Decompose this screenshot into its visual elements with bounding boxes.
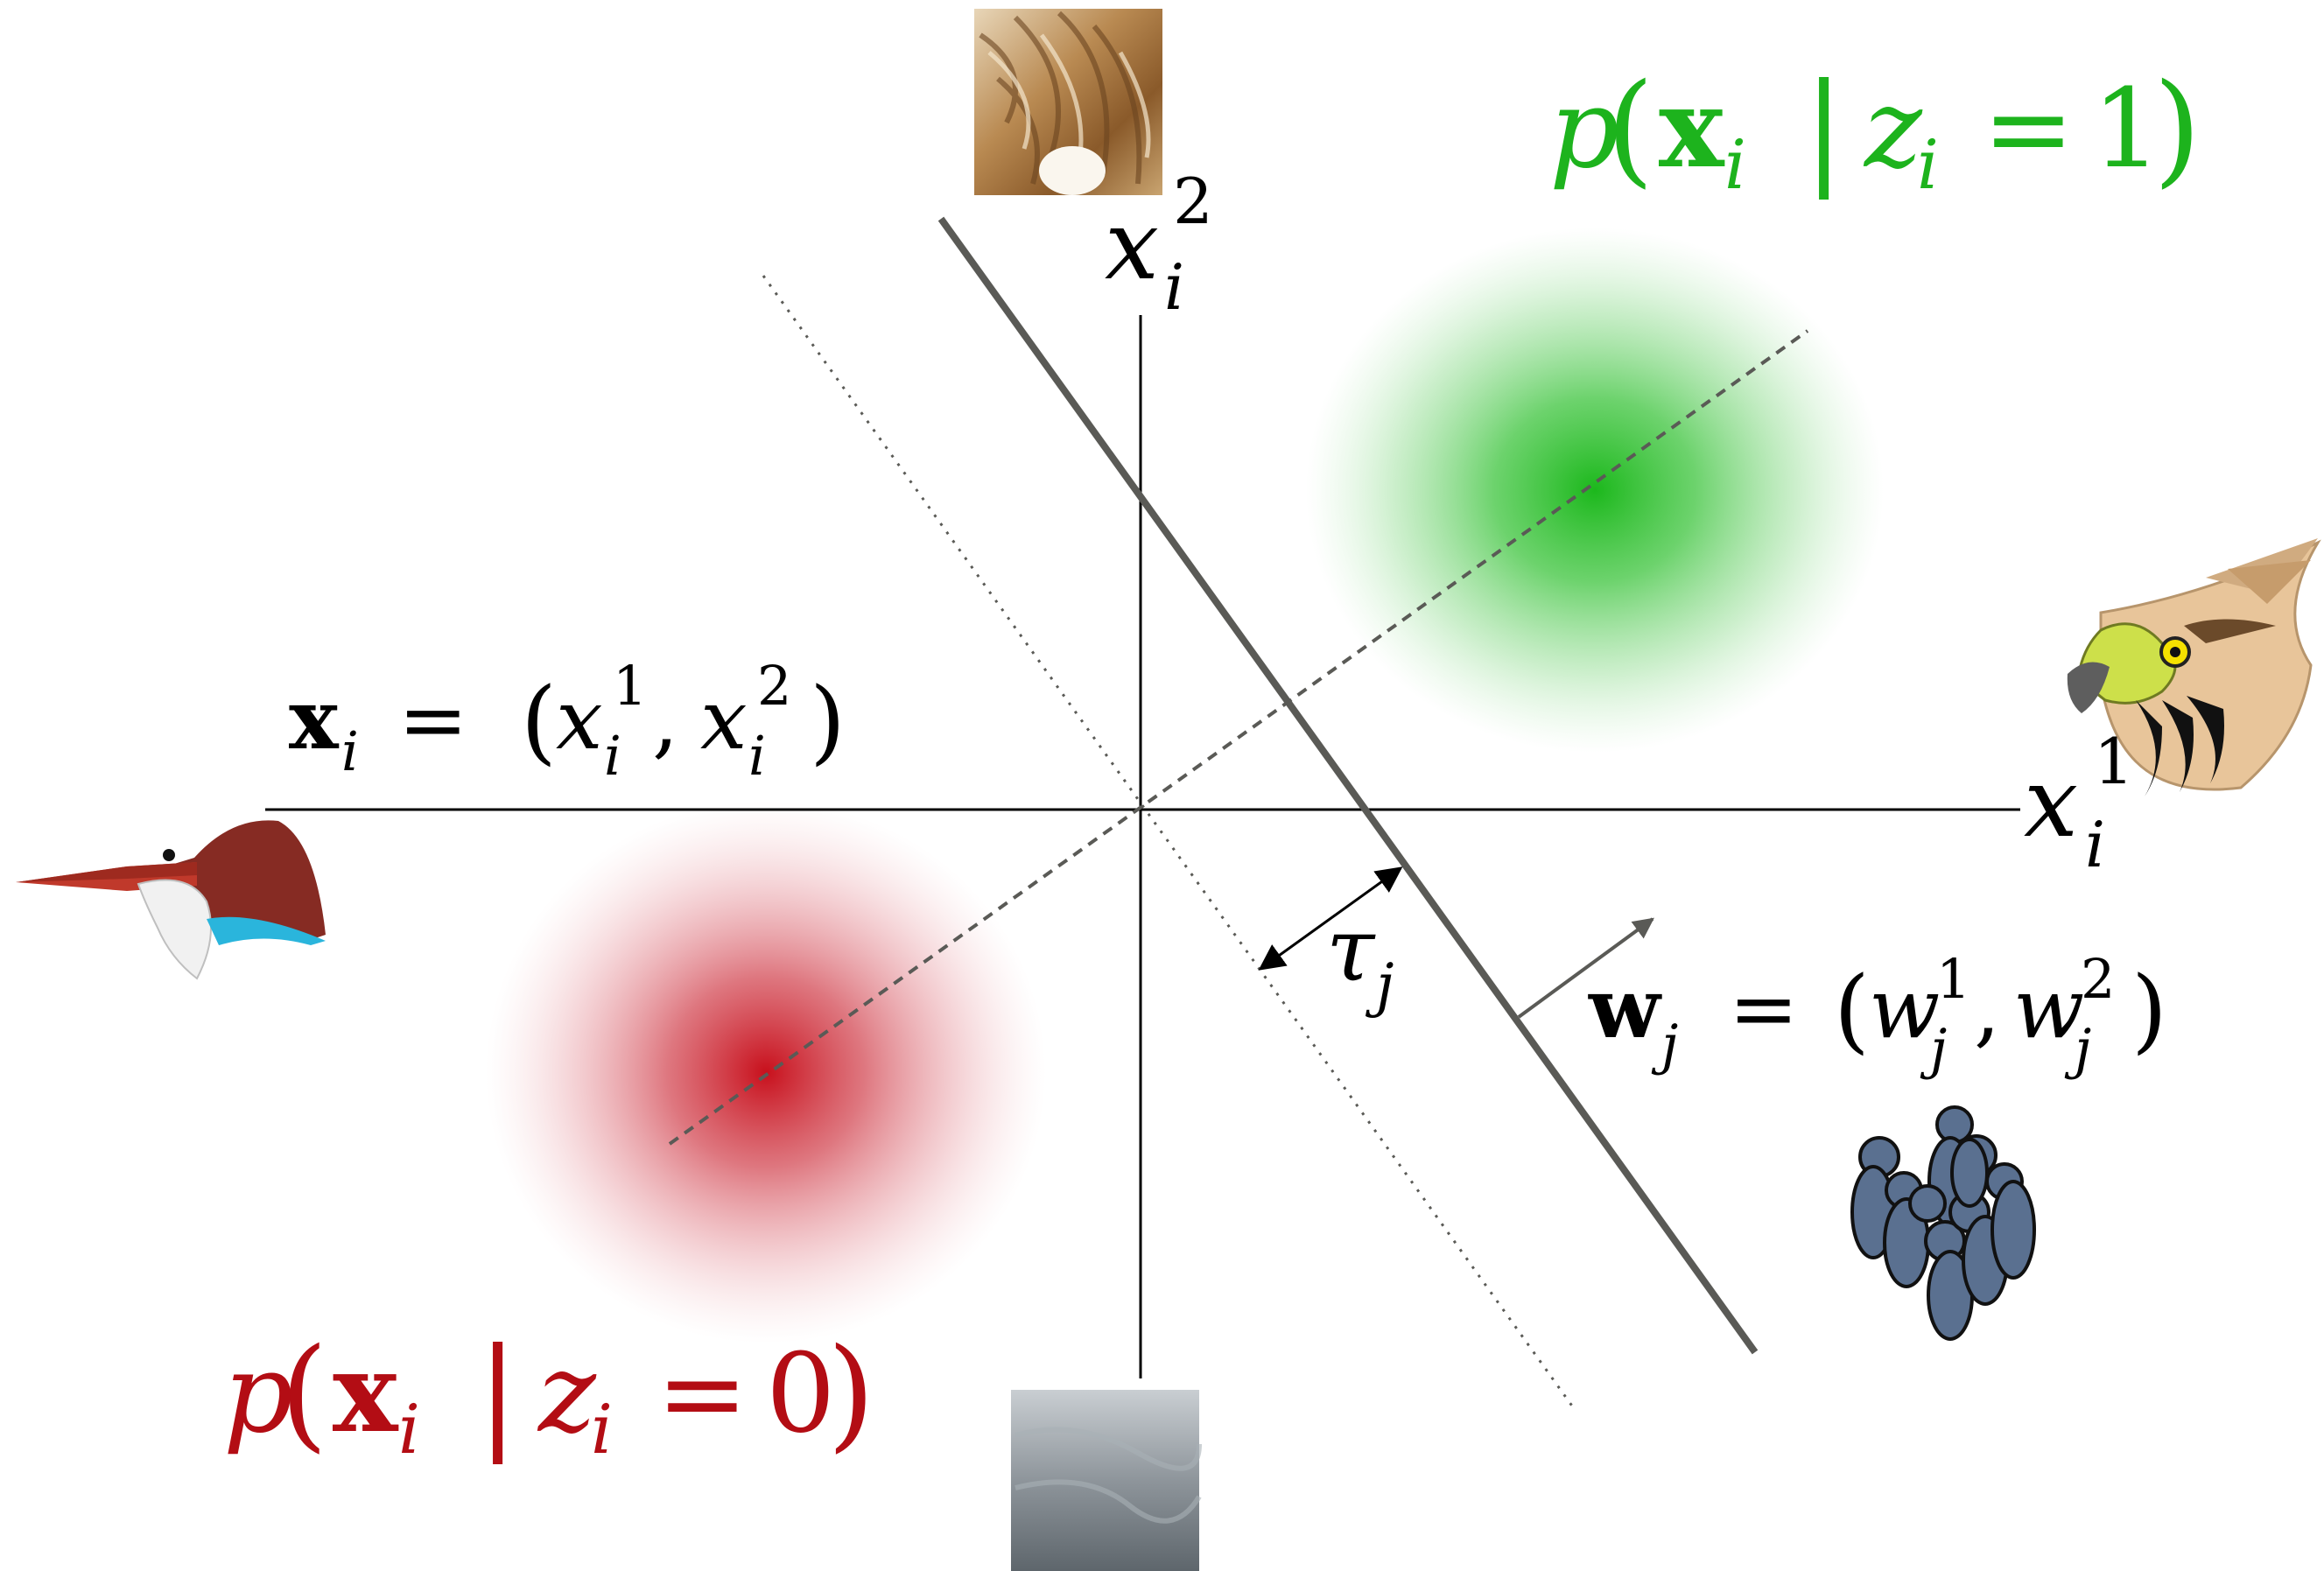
y-axis-label: x i 2: [1105, 165, 1213, 324]
svg-text:i: i: [398, 1391, 420, 1469]
kingfisher-bird-icon: [16, 820, 326, 978]
svg-text:): ): [2131, 957, 2167, 1063]
positive-class-label: p ( x i | z i = 1 ): [1549, 58, 2201, 205]
svg-text:0: 0: [766, 1330, 836, 1457]
svg-text:i: i: [748, 724, 766, 788]
svg-text:|: |: [477, 1322, 518, 1465]
svg-text:i: i: [1724, 126, 1746, 205]
weight-vector-label: w j = ( w j 1 , w j 2 ): [1588, 947, 2167, 1081]
svg-text:z: z: [537, 1330, 597, 1457]
svg-text:1: 1: [613, 654, 647, 718]
worker-crowd-icon: [1852, 1107, 2034, 1339]
svg-text:τ: τ: [1326, 899, 1376, 1001]
feather-texture-image: [974, 9, 1162, 195]
svg-text:=: =: [398, 672, 468, 768]
positive-class-blob: [1306, 228, 1884, 753]
svg-text:=: =: [1983, 66, 2075, 193]
negative-class-label: p ( x i | z i = 0 ): [223, 1322, 875, 1469]
svg-text:x: x: [2024, 747, 2078, 859]
negative-class-blob: [486, 801, 1046, 1343]
svg-text:i: i: [591, 1391, 613, 1469]
svg-text:2: 2: [2081, 947, 2115, 1011]
svg-text:w: w: [1588, 960, 1662, 1057]
svg-text:=: =: [1729, 961, 1799, 1057]
svg-text:x: x: [333, 1329, 399, 1457]
svg-text:x: x: [556, 672, 603, 768]
svg-text:,: ,: [652, 672, 678, 768]
svg-text:z: z: [1863, 66, 1923, 193]
svg-text:x: x: [289, 671, 340, 768]
svg-text:(: (: [521, 668, 557, 775]
svg-text:|: |: [1803, 58, 1844, 200]
x-axis-label: x i 1: [2024, 725, 2134, 881]
svg-text:x: x: [700, 672, 748, 768]
svg-text:x: x: [1659, 65, 1725, 193]
threshold-label: τ j: [1326, 899, 1394, 1019]
svg-text:): ): [2153, 58, 2201, 200]
svg-text:i: i: [1164, 250, 1184, 324]
svg-text:2: 2: [757, 654, 791, 718]
svg-text:1: 1: [2092, 66, 2162, 193]
sky-texture-image: [1011, 1390, 1199, 1571]
svg-text:=: =: [656, 1330, 748, 1457]
svg-text:1: 1: [2094, 725, 2134, 798]
feature-vector-label: x i = ( x i 1 , x i 2 ): [289, 654, 846, 788]
svg-text:i: i: [1917, 126, 1939, 205]
svg-text:i: i: [604, 724, 621, 788]
svg-text:2: 2: [1173, 165, 1213, 238]
svg-text:i: i: [341, 719, 359, 783]
svg-text:(: (: [280, 1322, 328, 1465]
svg-text:): ): [827, 1322, 875, 1465]
svg-text:): ): [810, 668, 846, 775]
svg-text:1: 1: [1936, 947, 1970, 1011]
svg-text:i: i: [2085, 808, 2105, 881]
svg-text:(: (: [1606, 58, 1654, 200]
svg-text:(: (: [1834, 957, 1870, 1063]
svg-text:,: ,: [1974, 961, 2000, 1057]
svg-text:x: x: [1105, 189, 1159, 301]
